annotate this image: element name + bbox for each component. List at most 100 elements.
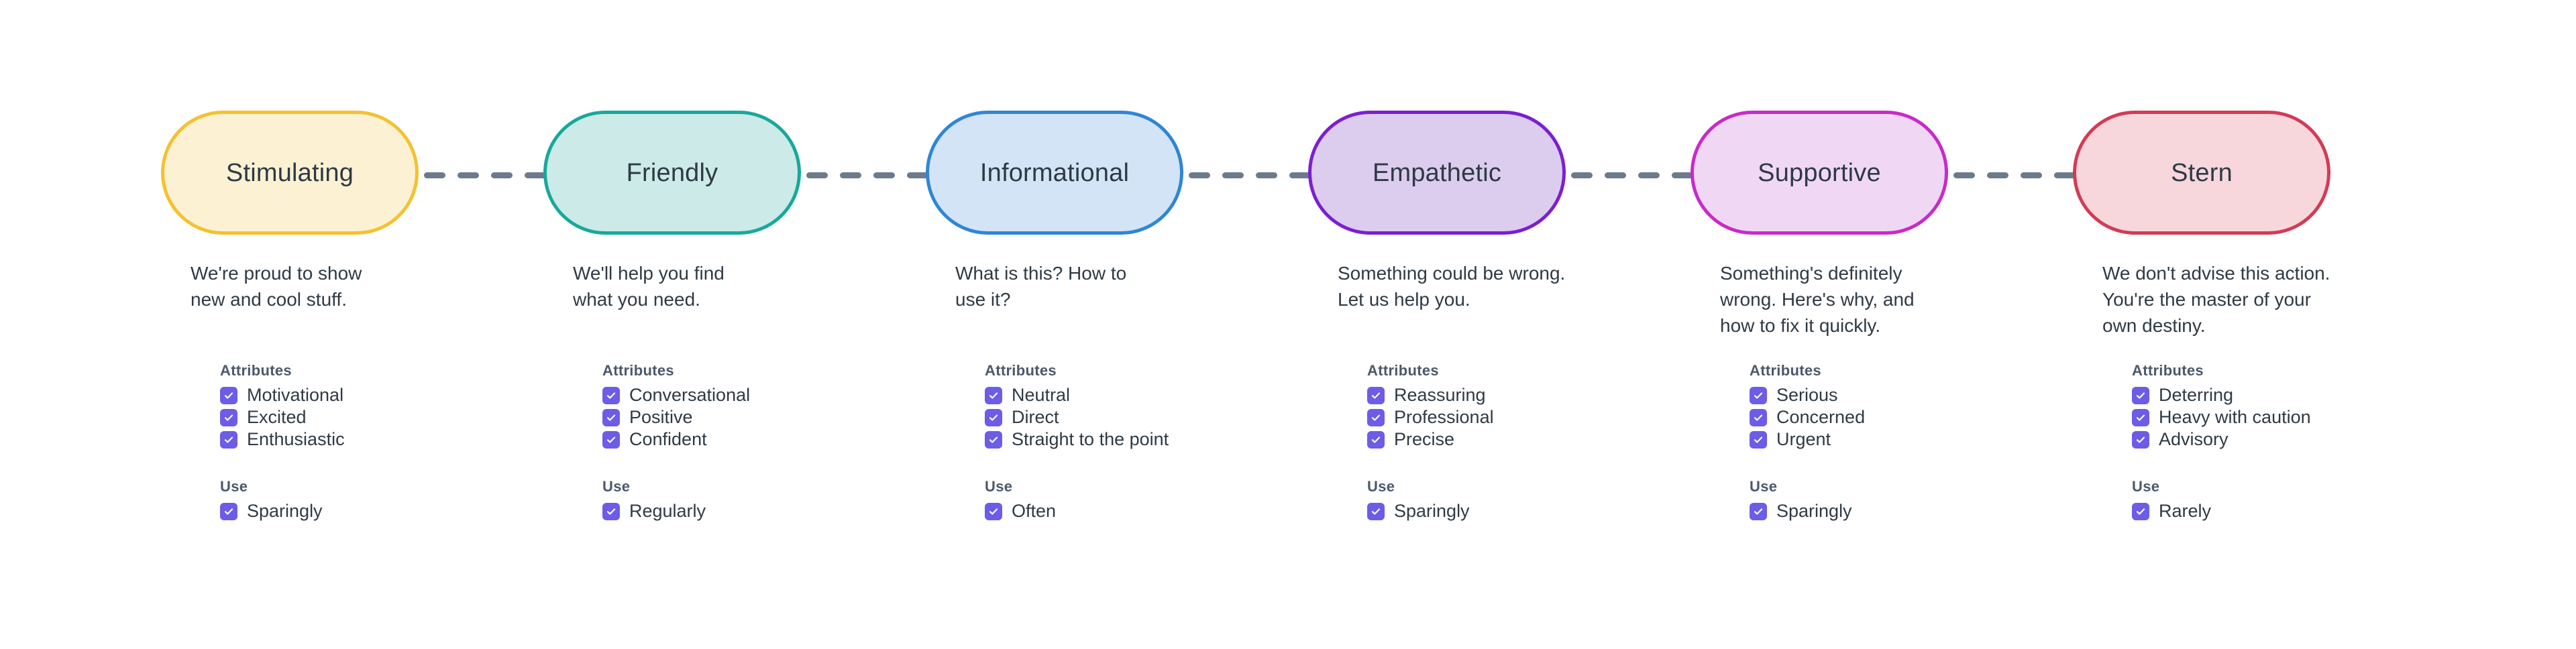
checkbox-row[interactable]: Excited bbox=[220, 406, 459, 428]
checkmark-icon[interactable] bbox=[220, 386, 237, 404]
dash-segment bbox=[2021, 172, 2042, 178]
checkbox-label: Advisory bbox=[2159, 429, 2229, 449]
dashed-line-icon bbox=[1571, 172, 1693, 178]
checkmark-icon[interactable] bbox=[1367, 386, 1385, 404]
checkbox-row[interactable]: Professional bbox=[1367, 406, 1606, 428]
checkmark-icon[interactable] bbox=[1750, 408, 1767, 426]
tone-pill-supportive[interactable]: Supportive bbox=[1690, 111, 1948, 235]
tone-pill-stimulating[interactable]: Stimulating bbox=[161, 111, 419, 235]
use-heading: Use bbox=[220, 478, 248, 495]
checkmark-icon[interactable] bbox=[985, 408, 1002, 426]
attributes-heading: Attributes bbox=[2132, 362, 2204, 379]
checkmark-icon[interactable] bbox=[985, 386, 1002, 404]
tone-pill-label: Empathetic bbox=[1372, 158, 1502, 187]
checkbox-row[interactable]: Sparingly bbox=[1367, 500, 1606, 522]
checkbox-row[interactable]: Positive bbox=[602, 406, 841, 428]
checkmark-icon[interactable] bbox=[602, 408, 620, 426]
use-heading: Use bbox=[602, 478, 631, 495]
checkmark-icon[interactable] bbox=[1750, 502, 1767, 520]
use-heading: Use bbox=[1750, 478, 1778, 495]
tone-pill-friendly[interactable]: Friendly bbox=[543, 111, 801, 235]
checkbox-row[interactable]: Deterring bbox=[2132, 384, 2371, 406]
dash-segment bbox=[907, 172, 928, 178]
connector-gap bbox=[419, 111, 546, 235]
checkmark-icon[interactable] bbox=[602, 502, 620, 520]
checkbox-label: Professional bbox=[1394, 407, 1494, 427]
checkmark-icon[interactable] bbox=[2132, 430, 2149, 449]
tone-pill-stern[interactable]: Stern bbox=[2073, 111, 2330, 235]
checkbox-row[interactable]: Rarely bbox=[2132, 500, 2371, 522]
tone-pill-informational[interactable]: Informational bbox=[926, 111, 1183, 235]
dash-segment bbox=[840, 172, 861, 178]
dash-segment bbox=[1672, 172, 1693, 178]
checkbox-label: Motivational bbox=[247, 385, 344, 405]
checkbox-row[interactable]: Confident bbox=[602, 428, 841, 451]
checkbox-row[interactable]: Regularly bbox=[602, 500, 841, 522]
checkmark-icon[interactable] bbox=[220, 502, 237, 520]
dash-segment bbox=[424, 172, 445, 178]
use-heading: Use bbox=[2132, 478, 2160, 495]
checkbox-row[interactable]: Often bbox=[985, 500, 1224, 522]
checkmark-icon[interactable] bbox=[220, 430, 237, 449]
checkbox-row[interactable]: Advisory bbox=[2132, 428, 2371, 451]
checkmark-icon[interactable] bbox=[1750, 386, 1767, 404]
dash-segment bbox=[1987, 172, 2008, 178]
checkbox-label: Enthusiastic bbox=[247, 429, 345, 449]
checkbox-row[interactable]: Direct bbox=[985, 406, 1224, 428]
tone-description: What is this? How to use it? bbox=[955, 263, 1127, 310]
dash-segment bbox=[1638, 172, 1660, 178]
checkbox-row[interactable]: Heavy with caution bbox=[2132, 406, 2371, 428]
checkmark-icon[interactable] bbox=[1367, 430, 1385, 449]
checkbox-row[interactable]: Motivational bbox=[220, 384, 459, 406]
checkbox-row[interactable]: Urgent bbox=[1750, 428, 1988, 451]
checkbox-label: Deterring bbox=[2159, 385, 2234, 405]
checkmark-icon[interactable] bbox=[602, 386, 620, 404]
checkmark-icon[interactable] bbox=[602, 430, 620, 449]
checkmark-icon[interactable] bbox=[985, 502, 1002, 520]
checkmark-icon[interactable] bbox=[2132, 502, 2149, 520]
checkbox-label: Heavy with caution bbox=[2159, 407, 2311, 427]
checkbox-row[interactable]: Precise bbox=[1367, 428, 1606, 451]
tone-description: We're proud to show new and cool stuff. bbox=[191, 263, 362, 310]
dashed-line-icon bbox=[1189, 172, 1311, 178]
checkbox-row[interactable]: Concerned bbox=[1750, 406, 1988, 428]
checkbox-label: Excited bbox=[247, 407, 307, 427]
attributes-heading: Attributes bbox=[220, 362, 292, 379]
tone-pill-label: Supportive bbox=[1758, 158, 1881, 187]
tone-description: Something could be wrong. Let us help yo… bbox=[1338, 263, 1566, 310]
checkmark-icon[interactable] bbox=[1750, 430, 1767, 449]
checkmark-icon[interactable] bbox=[2132, 408, 2149, 426]
dash-segment bbox=[525, 172, 546, 178]
dash-segment bbox=[1289, 172, 1311, 178]
checkbox-row[interactable]: Reassuring bbox=[1367, 384, 1606, 406]
checkbox-row[interactable]: Neutral bbox=[985, 384, 1224, 406]
checkmark-icon[interactable] bbox=[2132, 386, 2149, 404]
tone-description: We'll help you find what you need. bbox=[573, 263, 724, 310]
dash-segment bbox=[1222, 172, 1244, 178]
checkbox-row[interactable]: Straight to the point bbox=[985, 428, 1224, 451]
dashed-line-icon bbox=[424, 172, 546, 178]
checkbox-row[interactable]: Enthusiastic bbox=[220, 428, 459, 451]
tone-pill-empathetic[interactable]: Empathetic bbox=[1308, 111, 1566, 235]
dash-segment bbox=[2054, 172, 2076, 178]
dash-segment bbox=[1953, 172, 1975, 178]
attributes-heading: Attributes bbox=[602, 362, 674, 379]
dashed-line-icon bbox=[806, 172, 928, 178]
attributes-heading: Attributes bbox=[985, 362, 1057, 379]
checkmark-icon[interactable] bbox=[220, 408, 237, 426]
use-heading: Use bbox=[1367, 478, 1395, 495]
checkmark-icon[interactable] bbox=[1367, 408, 1385, 426]
checkmark-icon[interactable] bbox=[985, 430, 1002, 449]
checkmark-icon[interactable] bbox=[1367, 502, 1385, 520]
checkbox-row[interactable]: Sparingly bbox=[220, 500, 459, 522]
checkbox-row[interactable]: Serious bbox=[1750, 384, 1988, 406]
checkbox-row[interactable]: Sparingly bbox=[1750, 500, 1988, 522]
checkbox-row[interactable]: Conversational bbox=[602, 384, 841, 406]
